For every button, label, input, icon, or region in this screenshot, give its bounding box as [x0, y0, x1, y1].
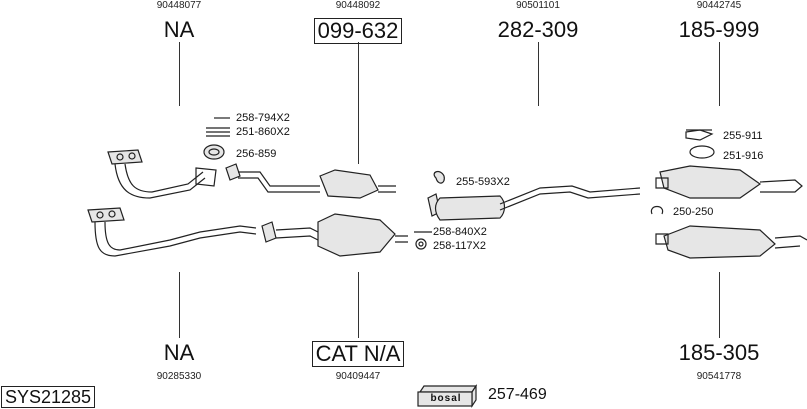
leader-line [179, 42, 180, 106]
fitting-label[interactable]: 251-916 [723, 150, 764, 162]
leader-line [538, 42, 539, 106]
fitting-label[interactable]: 255-593X2 [456, 176, 510, 188]
fitting-label[interactable]: 258-794X2 [236, 112, 290, 124]
part-number[interactable]: CAT N/A [311, 341, 405, 367]
leader-line [358, 272, 359, 338]
rear-silencer-top-drawing [650, 129, 803, 215]
paste-part-number[interactable]: 257-469 [488, 386, 547, 403]
leader-line [358, 42, 359, 164]
manifold-top-drawing [107, 149, 217, 199]
paste-box-drawing [417, 384, 478, 408]
rear-silencer-bottom-drawing [655, 225, 807, 259]
part-number[interactable]: 185-305 [678, 340, 760, 365]
system-code: SYS21285 [1, 386, 96, 408]
fitting-label[interactable]: 258-840X2 [433, 226, 487, 238]
oe-number: 90285330 [156, 371, 202, 382]
fitting-label[interactable]: 258-117X2 [433, 240, 487, 252]
oe-number: 90409447 [335, 371, 381, 382]
leader-line [719, 42, 720, 106]
brand-logo: bosal [430, 393, 462, 404]
oe-number: 90448077 [156, 0, 202, 11]
oe-number: 90501101 [516, 0, 560, 11]
part-number[interactable]: 185-999 [678, 17, 760, 42]
part-number[interactable]: 282-309 [497, 17, 579, 42]
manifold-bottom-drawing [87, 207, 257, 257]
leader-line [179, 272, 180, 338]
oe-number: 90448092 [335, 0, 381, 11]
fitting-label[interactable]: 251-860X2 [236, 126, 290, 138]
catalyst-bottom-drawing [261, 213, 408, 257]
fitting-label[interactable]: 256-859 [236, 148, 277, 160]
fitting-icons [203, 117, 712, 250]
part-number[interactable]: 099-632 [313, 18, 403, 44]
oe-number: 90541778 [696, 371, 742, 382]
fitting-label[interactable]: 250-250 [673, 206, 714, 218]
part-number[interactable]: NA [163, 17, 195, 42]
oe-number: 90442745 [696, 0, 742, 11]
part-number[interactable]: NA [163, 340, 195, 365]
front-pipe-top-drawing [225, 163, 396, 199]
fitting-label[interactable]: 255-911 [723, 130, 763, 142]
leader-line [719, 272, 720, 338]
middle-silencer-drawing [427, 170, 641, 221]
